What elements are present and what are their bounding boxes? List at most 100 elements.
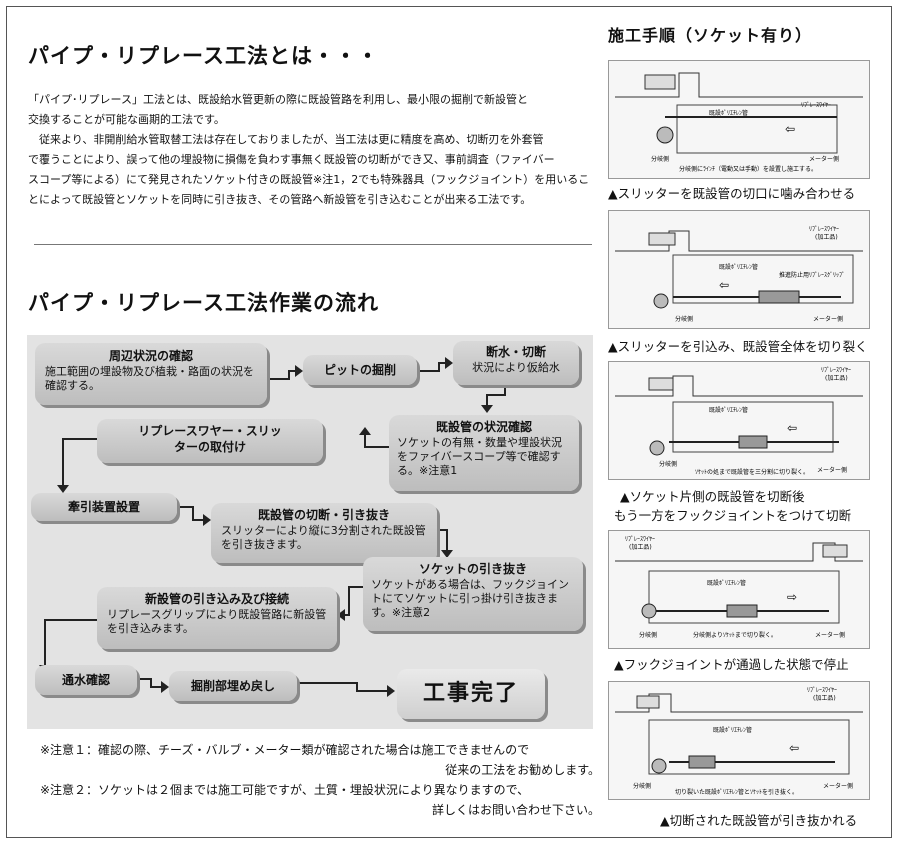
winch-icon [648,232,676,246]
step-survey-desc: 施工範囲の埋設物及び植栽・路面の状況を確認する。 [45,365,254,392]
flow-arrow [139,678,161,688]
step-pit: ピットの掘削 [303,355,417,385]
flow-arrow [44,619,97,665]
step-done: 工事完了 [397,669,545,719]
winch-icon [636,695,660,709]
step-water: 通水確認 [35,665,137,695]
svg-text:⇦: ⇦ [787,421,797,435]
step-wire-title: リプレースワヤー・スリッ [138,424,282,438]
step-puller: 牽引装置設置 [31,493,177,521]
winch-icon [644,74,676,90]
intro-text: 「パイプ･リプレース」工法とは、既設給水管更新の際に既設管路を利用し、最小限の掘… [28,90,598,210]
wire-label: ﾘﾌﾟﾚｰｽﾜｲﾔｰ [801,102,831,109]
page-frame [6,6,892,838]
step-backfill: 掘削部埋め戻し [169,671,297,701]
wire-label: ﾘﾌﾟﾚｰｽﾜｲﾔｰ [807,687,837,694]
wire-processed-label: (加工品) [825,374,848,382]
meter-label: メーター側 [823,782,853,790]
pipe-icon [649,440,665,456]
note-1-line2: 従来の工法をお勧めします。 [445,763,600,777]
arrowhead [57,485,69,493]
procedure-title: 施工手順（ソケット有り） [608,26,813,45]
branch-label: 分岐側 [633,782,651,790]
flow-arrow [62,438,97,485]
step-cut: 既設管の切断・引き抜き スリッターにより縦に3分割された既設管を引き抜きます。 [211,503,437,563]
pipe-icon [653,293,669,309]
arrowhead [337,609,345,621]
slitter-icon [758,290,800,304]
meter-label: メーター側 [813,315,843,323]
procedure-diagram-2: 既設ﾎﾟﾘｴﾁﾚﾝ管 ﾘﾌﾟﾚｰｽﾜｲﾔｰ (加工品) 推進防止用ﾘﾌﾟﾚｰｽｸ… [608,210,870,329]
intro-line: 交換することが可能な画期的工法です。 [28,113,225,126]
meter-label: メーター側 [817,466,847,474]
svg-text:⇨: ⇨ [787,590,797,604]
note-2-line1: ※注意２：ソケットは２個までは施工可能ですが、土質・埋設状況により異なりますので… [40,783,530,797]
pipe-icon [641,603,657,619]
wire-processed-label: (加工品) [629,543,652,551]
wire-label: ﾘﾌﾟﾚｰｽﾜｲﾔｰ [821,367,851,374]
step-stop: 断水・切断 状況により仮給水 [453,341,579,385]
flow-arrow [419,362,445,372]
notes: ※注意１：確認の際、チーズ・バルブ・メーター類が確認された場合は施工できませんの… [30,740,600,820]
meter-label: メーター側 [809,155,839,163]
step-wire: リプレースワヤー・スリッ ターの取付け [97,419,323,463]
arrowhead [359,427,371,435]
intro-line: とによって既設管とソケットを同時に引き抜き、その管路へ新設管を引き込むことが出来… [28,193,532,206]
svg-text:⇦: ⇦ [719,278,729,292]
pipe-icon [651,758,667,774]
procedure-caption-4: ▲フックジョイントが通過した状態で停止 [614,657,849,672]
winch-icon [822,544,848,558]
step-cut-title: 既設管の切断・引き抜き [257,508,390,522]
step-stop-title: 断水・切断 [485,345,546,359]
note-label: 分岐側にﾗｲﾝﾁ（電動又は手動）を設置し施工する。 [679,165,817,173]
branch-label: 分岐側 [639,631,657,639]
flow-arrow [299,682,387,692]
step-cut-desc: スリッターにより縦に3分割された既設管を引き抜きます。 [221,524,426,551]
arrowhead [295,365,303,377]
socket-icon [688,755,716,769]
pipe-icon [656,126,674,144]
flow-arrow [364,435,389,448]
branch-label: 分岐側 [659,460,677,468]
branch-label: 分岐側 [675,315,693,323]
wire-label: ﾘﾌﾟﾚｰｽﾜｲﾔｰ [809,226,839,233]
pipe-label: 既設ﾎﾟﾘｴﾁﾚﾝ管 [707,579,746,587]
step-check: 既設管の状況確認 ソケットの有無・数量や埋設状況をファイバースコープ等で確認する… [389,415,579,491]
intro-line: スコープ等による）にて発見されたソケット付きの既設管※注1，2でも特殊器具（フッ… [28,173,590,186]
meter-label: メーター側 [815,631,845,639]
step-stop-desc: 状況により仮給水 [472,361,560,374]
arrowhead [445,357,453,369]
procedure-diagram-1: 既設ﾎﾟﾘｴﾁﾚﾝ管 ﾘﾌﾟﾚｰｽﾜｲﾔｰ ⇦ 分岐側 メーター側 分岐側にﾗｲ… [608,60,870,179]
cap-label: 推進防止用ﾘﾌﾟﾚｰｽｸﾞﾘｯﾌﾟ [779,271,845,279]
flow-arrow [179,506,203,521]
flow-arrow [439,529,448,550]
step-socket-title: ソケットの引き抜き [418,562,527,576]
step-socket: ソケットの引き抜き ソケットがある場合は、フックジョイントにてソケットに引っ掛け… [363,557,583,631]
section-divider [34,244,592,245]
step-survey: 周辺状況の確認 施工範囲の埋設物及び植栽・路面の状況を確認する。 [35,343,267,405]
arrowhead [161,681,169,693]
socket-icon [738,435,768,449]
procedure-diagram-5: 既設ﾎﾟﾘｴﾁﾚﾝ管 ﾘﾌﾟﾚｰｽﾜｲﾔｰ (加工品) ⇦ 分岐側 切り裂いた既… [608,681,870,800]
note-label: 分岐側よりｿｹｯﾄまで切り裂く。 [693,631,777,639]
note-1-line1: ※注意１：確認の際、チーズ・バルブ・メーター類が確認された場合は施工できませんの… [40,743,530,757]
note-label: 切り裂いた既設ﾎﾟﾘｴﾁﾚﾝ管とｿｹｯﾄを引き抜く。 [675,788,798,796]
intro-line: 「パイプ･リプレース」工法とは、既設給水管更新の際に既設管路を利用し、最小限の掘… [28,93,528,106]
note-1: ※注意１：確認の際、チーズ・バルブ・メーター類が確認された場合は施工できませんの… [30,740,600,780]
flow-chart: 周辺状況の確認 施工範囲の埋設物及び植栽・路面の状況を確認する。 ピットの掘削 … [27,335,593,729]
svg-text:⇦: ⇦ [785,122,795,136]
procedure-caption-3b: もう一方をフックジョイントをつけて切断 [614,508,852,523]
procedure-caption-5: ▲切断された既設管が引き抜かれる [660,813,858,828]
branch-label: 分岐側 [651,155,669,163]
procedure-diagram-4: 既設ﾎﾟﾘｴﾁﾚﾝ管 ﾘﾌﾟﾚｰｽﾜｲﾔｰ (加工品) ⇨ 分岐側 分岐側よりｿ… [608,530,870,649]
arrowhead [441,550,453,558]
step-newpipe-title: 新設管の引き込み及び接続 [144,592,289,606]
svg-text:⇦: ⇦ [789,741,799,755]
step-check-desc: ソケットの有無・数量や埋設状況をファイバースコープ等で確認する。※注意1 [397,436,562,477]
pipe-label: 既設ﾎﾟﾘｴﾁﾚﾝ管 [713,726,752,734]
winch-icon [648,377,674,391]
step-survey-title: 周辺状況の確認 [108,349,193,363]
wire-label: ﾘﾌﾟﾚｰｽﾜｲﾔｰ [625,536,655,543]
arrowhead [481,405,493,413]
flow-arrow [345,586,363,616]
